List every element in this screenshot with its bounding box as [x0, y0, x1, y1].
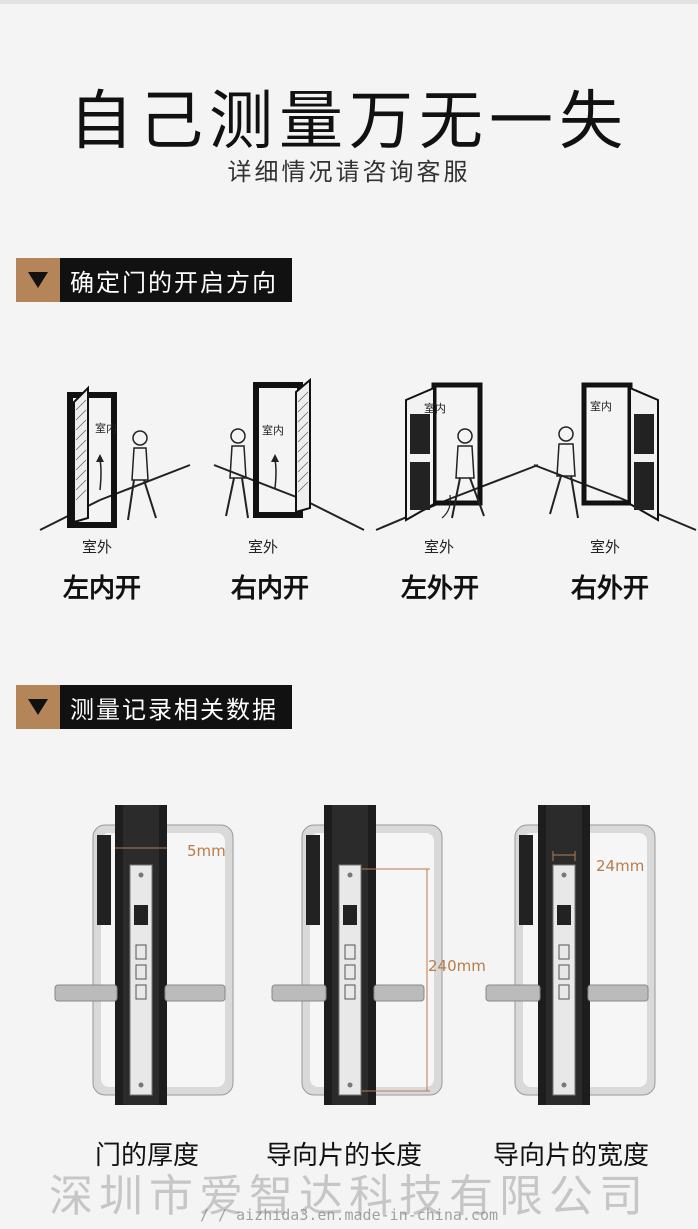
inside-label: 室内: [262, 424, 284, 437]
door-diagram-left-in: 室内 室外: [30, 370, 204, 556]
lock-diagram-plate-length: 240mm: [262, 805, 492, 1105]
door-title: 左内开: [62, 574, 141, 604]
door-title: 右外开: [570, 574, 649, 604]
page-subtitle: 详细情况请咨询客服: [227, 158, 471, 186]
dimension-label: 24mm: [596, 857, 645, 875]
lock-title: 门的厚度: [94, 1141, 199, 1171]
outside-label: 室外: [248, 538, 279, 556]
section-label: 确定门的开启方向: [60, 258, 292, 302]
section-header-measurements: 测量记录相关数据: [16, 685, 292, 729]
inside-label: 室内: [95, 422, 117, 435]
door-diagram-right-in: 室内 室外: [200, 370, 374, 556]
lock-title: 导向片的宽度: [492, 1141, 649, 1171]
dimension-label: 5mm: [187, 842, 226, 860]
door-title: 左外开: [400, 574, 479, 604]
triangle-down-icon: [16, 258, 60, 302]
outside-label: 室外: [590, 538, 621, 556]
top-divider: [0, 0, 698, 4]
inside-label: 室内: [590, 400, 612, 413]
outside-label: 室外: [424, 538, 455, 556]
page-title: 自己测量万无一失: [69, 85, 629, 159]
lock-title: 导向片的长度: [265, 1141, 422, 1171]
triangle-down-icon: [16, 685, 60, 729]
door-diagram-right-out: 室内 室外: [526, 370, 698, 556]
company-watermark: 深圳市爱智达科技有限公司: [49, 1171, 649, 1222]
section-header-door-direction: 确定门的开启方向: [16, 258, 292, 302]
section-label: 测量记录相关数据: [60, 685, 292, 729]
lock-diagram-door-thickness: 5mm: [45, 805, 275, 1105]
inside-label: 室内: [424, 402, 446, 415]
door-diagram-left-out: 室内 室外: [372, 370, 546, 556]
url-watermark: / / aizhida3.en.made-in-china.com: [199, 1206, 498, 1224]
door-title: 右内开: [230, 574, 309, 604]
lock-diagram-plate-width: 24mm: [470, 805, 698, 1105]
outside-label: 室外: [82, 538, 113, 556]
dimension-label: 240mm: [428, 957, 486, 975]
